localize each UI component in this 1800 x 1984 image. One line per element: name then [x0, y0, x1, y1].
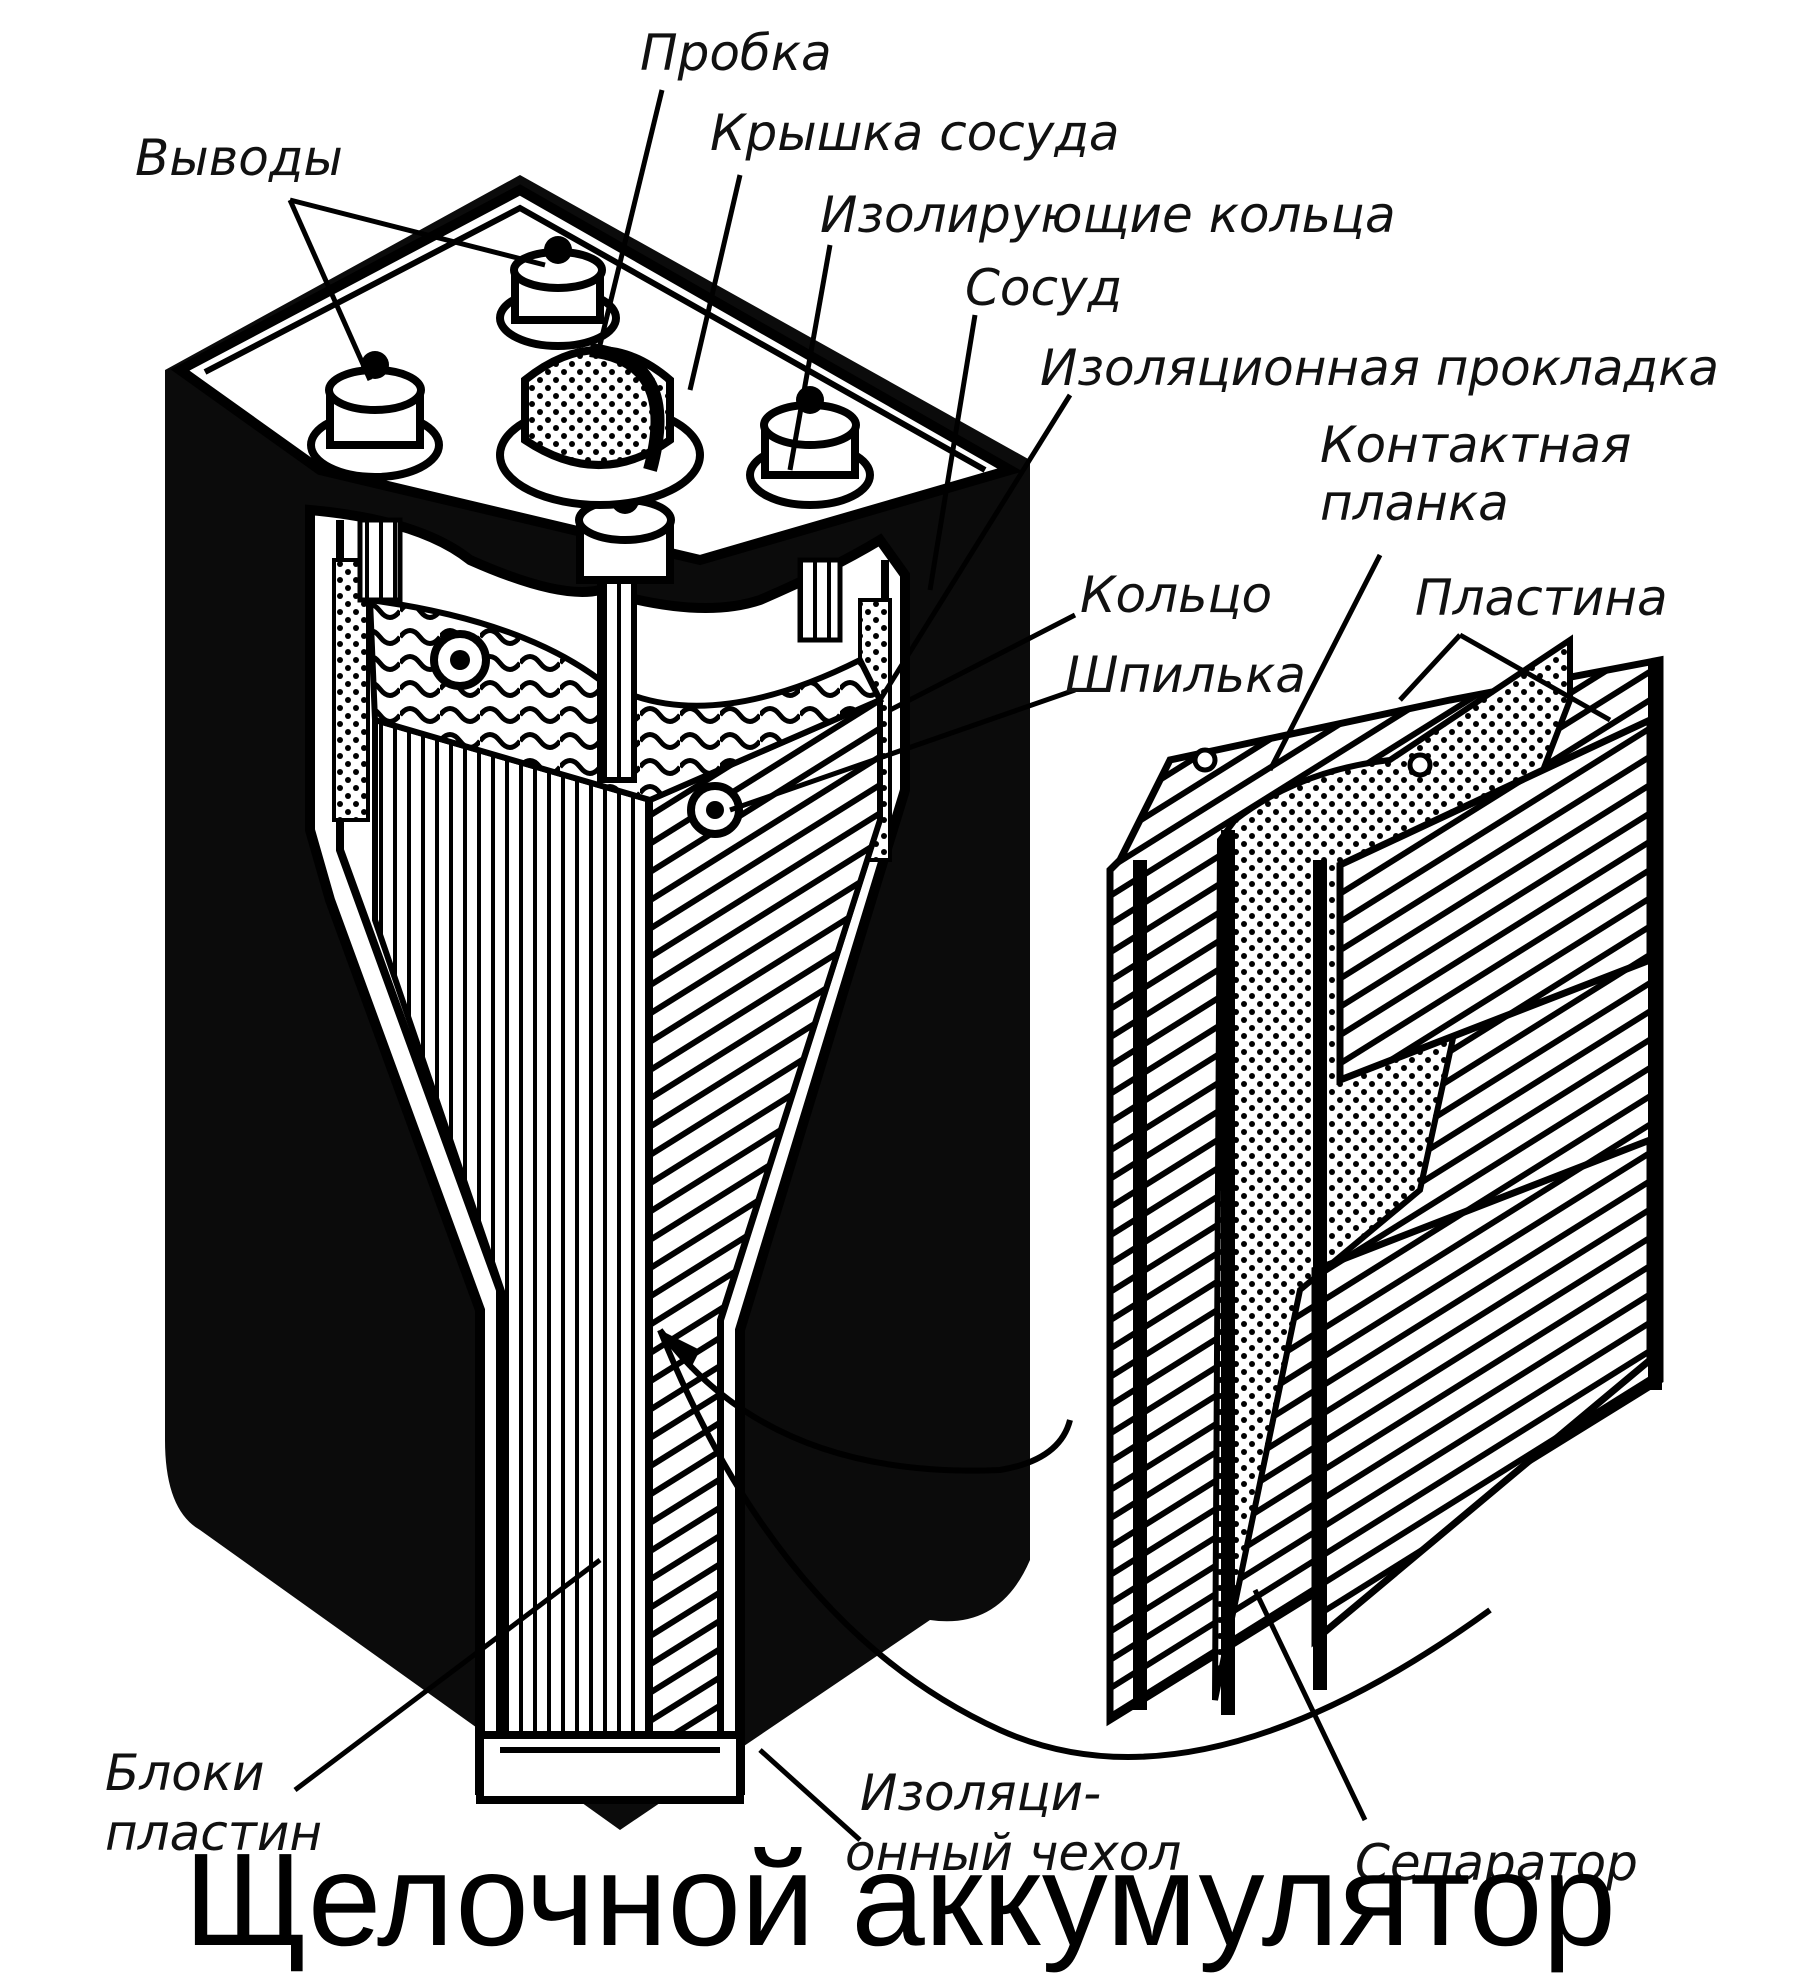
inner-nut-left	[430, 630, 490, 690]
label-stud: Шпилька	[1065, 646, 1306, 704]
label-insulating-case-2: онный чехол	[845, 1824, 1181, 1882]
label-plate-blocks-1: Блоки	[105, 1744, 265, 1802]
label-insulating-rings: Изолирующие кольца	[820, 186, 1396, 244]
caption: Щелочной аккумулятор	[184, 1826, 1616, 1973]
leader-lines	[287, 89, 1612, 1842]
label-contact-strip-2: планка	[1320, 474, 1509, 532]
label-plate: Пластина	[1415, 569, 1668, 627]
terminal-left	[307, 351, 443, 481]
label-terminals: Выводы	[135, 129, 343, 187]
label-insulating-gasket: Изоляционная прокладка	[1040, 339, 1719, 397]
plate-detail	[1106, 634, 1664, 1727]
label-vessel: Сосуд	[965, 259, 1122, 317]
label-vessel-lid: Крышка сосуда	[710, 104, 1120, 162]
terminals	[307, 236, 874, 584]
label-filler-plug: Пробка	[640, 24, 832, 82]
label-ring: Кольцо	[1080, 566, 1272, 624]
label-plate-blocks-2: пластин	[105, 1804, 322, 1862]
battery-vessel	[165, 175, 1030, 1830]
inner-nut-right	[687, 782, 743, 838]
terminal-right	[746, 386, 874, 509]
label-insulating-case-1: Изоляци-	[860, 1764, 1101, 1822]
filler-plug	[496, 343, 704, 509]
insulating-gasket-left	[332, 558, 370, 822]
label-separator: Сепаратор	[1355, 1834, 1638, 1892]
label-contact-strip-1: Контактная	[1320, 416, 1631, 474]
stud	[597, 557, 637, 783]
